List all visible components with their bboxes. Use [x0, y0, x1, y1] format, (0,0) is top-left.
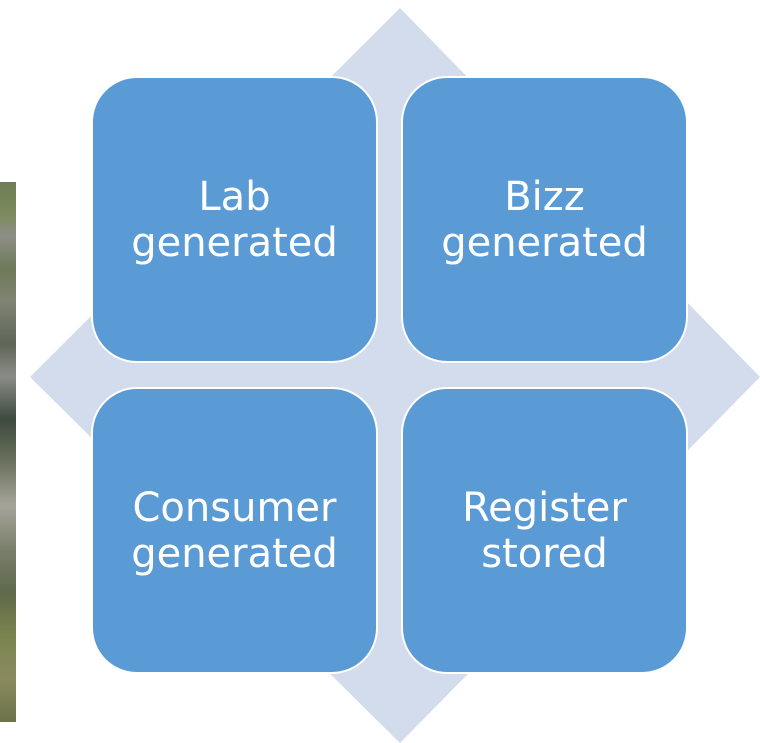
quadrant-consumer-generated: Consumer generated [91, 387, 378, 674]
quadrant-label: Lab generated [131, 173, 338, 266]
quadrant-lab-generated: Lab generated [91, 76, 378, 363]
background-photo-strip [0, 182, 16, 722]
quadrant-label: Consumer generated [131, 484, 338, 577]
quadrant-register-stored: Register stored [401, 387, 688, 674]
quadrant-label: Register stored [462, 484, 627, 577]
quadrant-label: Bizz generated [441, 173, 648, 266]
quadrant-bizz-generated: Bizz generated [401, 76, 688, 363]
